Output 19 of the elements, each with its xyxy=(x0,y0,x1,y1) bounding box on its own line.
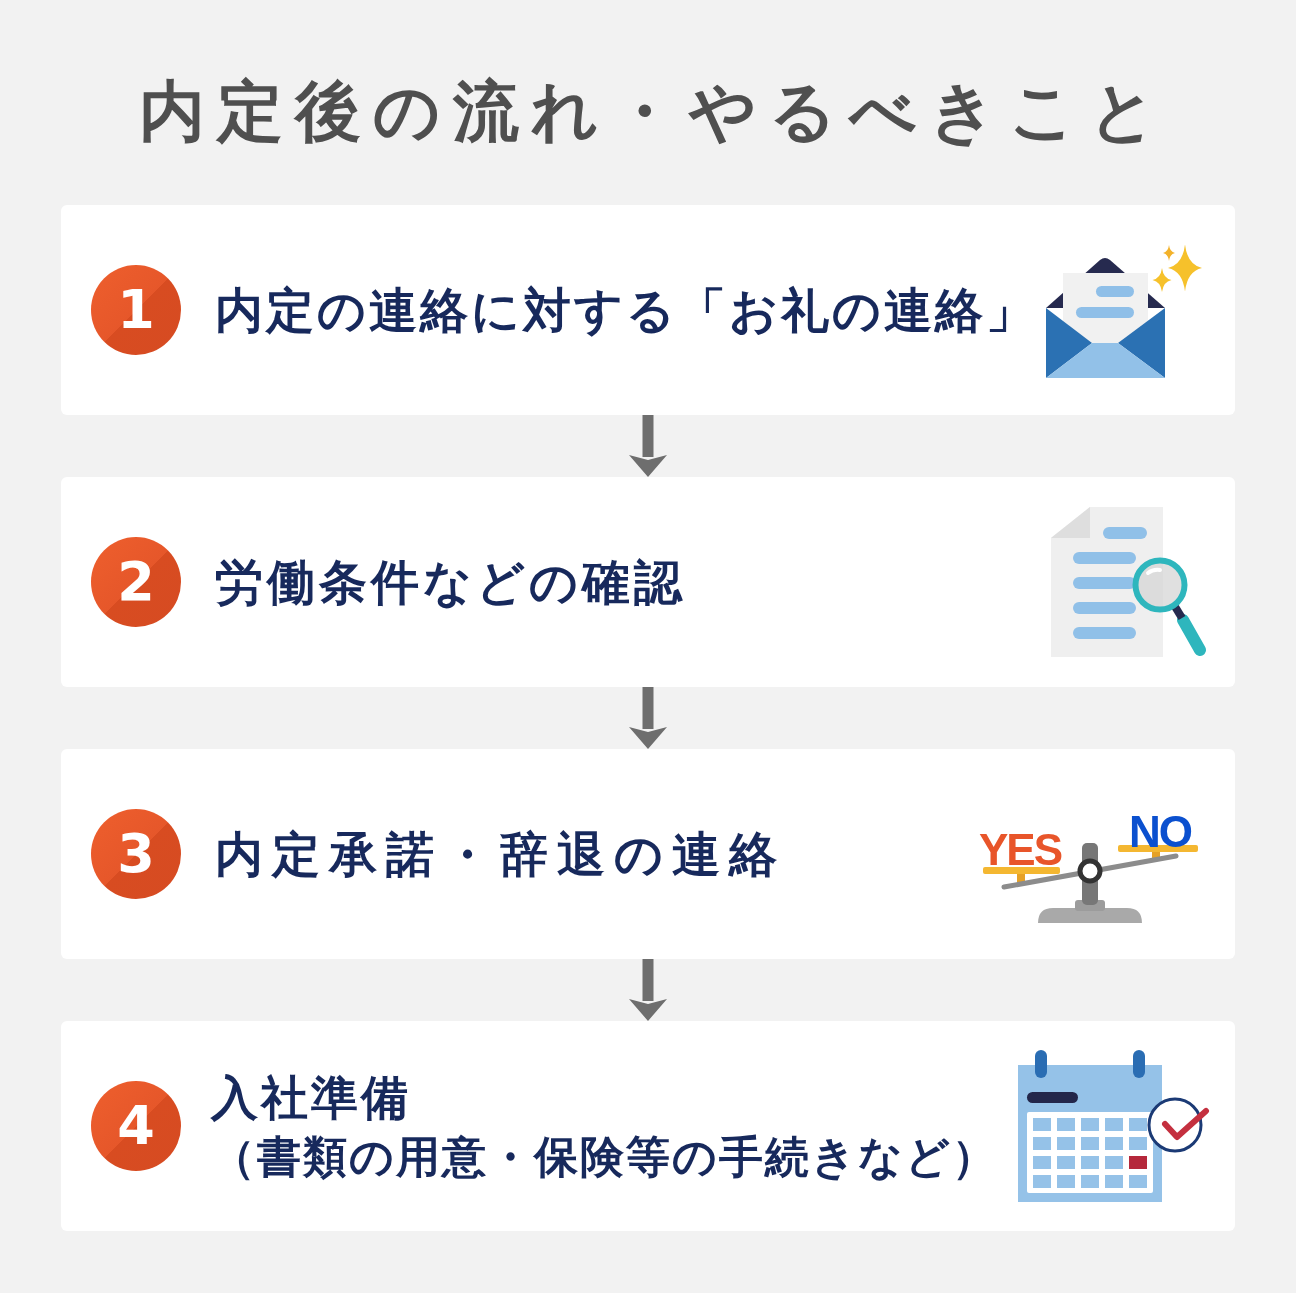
arrow xyxy=(629,959,667,1021)
step-card xyxy=(61,205,1235,415)
step-number-circle: 1 xyxy=(91,265,181,355)
step-number-circle: 3 xyxy=(91,809,181,899)
step-number-circle: 2 xyxy=(91,537,181,627)
step-card xyxy=(61,749,1235,959)
arrow xyxy=(629,415,667,477)
step-card xyxy=(61,477,1235,687)
choice-label: YES xyxy=(979,828,1062,872)
arrow xyxy=(629,687,667,749)
step-number-circle: 4 xyxy=(91,1081,181,1171)
step-title: 入社準備 xyxy=(211,1068,411,1127)
step-title: 内定の連絡に対する「お礼の連絡」 xyxy=(215,280,1037,340)
step-title: 内定承諾・辞退の連絡 xyxy=(215,824,786,884)
step-title: 労働条件などの確認 xyxy=(215,552,686,612)
page-title: 内定後の流れ・やるべきこと xyxy=(138,72,1169,152)
step-card xyxy=(61,1021,1235,1231)
step-note: （書類の用意・保険等の手続きなど） xyxy=(211,1129,998,1184)
choice-label: NO xyxy=(1129,810,1191,854)
